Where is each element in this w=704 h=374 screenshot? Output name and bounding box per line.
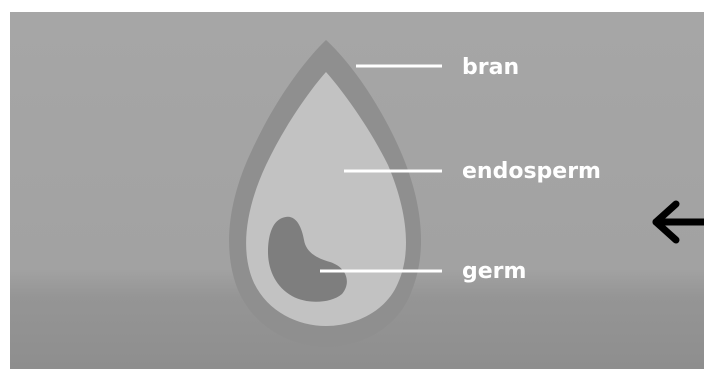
germ-label: germ xyxy=(462,259,526,284)
endosperm-label: endosperm xyxy=(462,159,601,184)
bran-label: bran xyxy=(462,55,519,80)
